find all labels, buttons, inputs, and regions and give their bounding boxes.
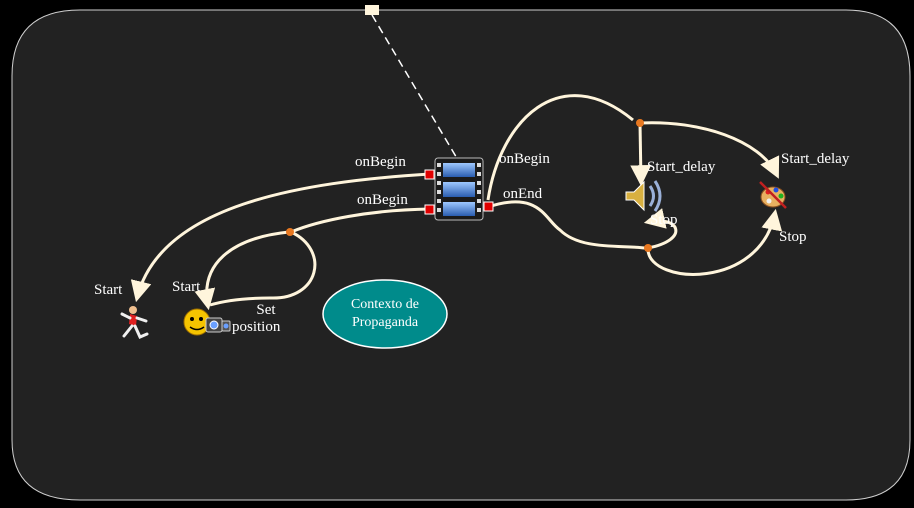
film-strip-icon[interactable] — [434, 157, 484, 221]
camera-face-icon[interactable] — [183, 308, 231, 336]
edge-onend-to-junction-bottom — [487, 200, 646, 250]
edge-junction-to-palette-stop — [646, 208, 783, 276]
edge-junction-left-loop — [209, 230, 317, 307]
link-dashed — [371, 14, 459, 161]
speaker-start-delay-label: Start_delay — [647, 159, 716, 175]
edge-label-onbegin-upper: onBegin — [355, 154, 406, 170]
edge-label-onbegin-right: onBegin — [499, 151, 550, 167]
paint-palette-icon[interactable] — [759, 181, 787, 209]
port-onbegin-lower[interactable] — [424, 204, 435, 215]
set-position-label-line2: position — [232, 319, 281, 335]
junction-right-bottom[interactable] — [644, 244, 652, 252]
port-output[interactable] — [483, 201, 494, 212]
edge-junction-left-to-photographer — [194, 230, 290, 311]
context-ellipse[interactable] — [322, 279, 448, 349]
edge-onbegin-to-junction-right — [486, 94, 634, 201]
edge-junction-to-palette — [639, 121, 780, 179]
edge-label-onbegin-lower: onBegin — [357, 192, 408, 208]
edge-onbegin-to-junction-left — [290, 207, 431, 234]
junction-right-top[interactable] — [636, 119, 644, 127]
palette-stop-label: Stop — [779, 229, 807, 245]
running-figure-icon[interactable] — [120, 306, 149, 339]
top-port[interactable] — [365, 5, 379, 15]
set-position-label-line1: Set — [256, 302, 276, 318]
edge-label-onend: onEnd — [503, 186, 543, 202]
context-panel — [11, 9, 911, 501]
speaker-icon[interactable] — [625, 180, 662, 212]
junction-left[interactable] — [286, 228, 294, 236]
speaker-stop-label: Stop — [650, 212, 678, 228]
context-label: Contexto de Propaganda — [322, 296, 448, 332]
palette-start-delay-label: Start_delay — [781, 151, 850, 167]
edge-junction-to-speaker — [630, 122, 652, 187]
port-onbegin-upper[interactable] — [424, 169, 435, 180]
runner-start-label: Start — [94, 282, 123, 298]
edge-junction-to-speaker-stop — [643, 208, 678, 250]
context-label-line1: Contexto de — [350, 297, 420, 312]
edge-onbegin-to-runner — [130, 172, 431, 303]
photographer-start-label: Start — [172, 279, 201, 295]
context-label-line2: Propaganda — [351, 315, 419, 330]
